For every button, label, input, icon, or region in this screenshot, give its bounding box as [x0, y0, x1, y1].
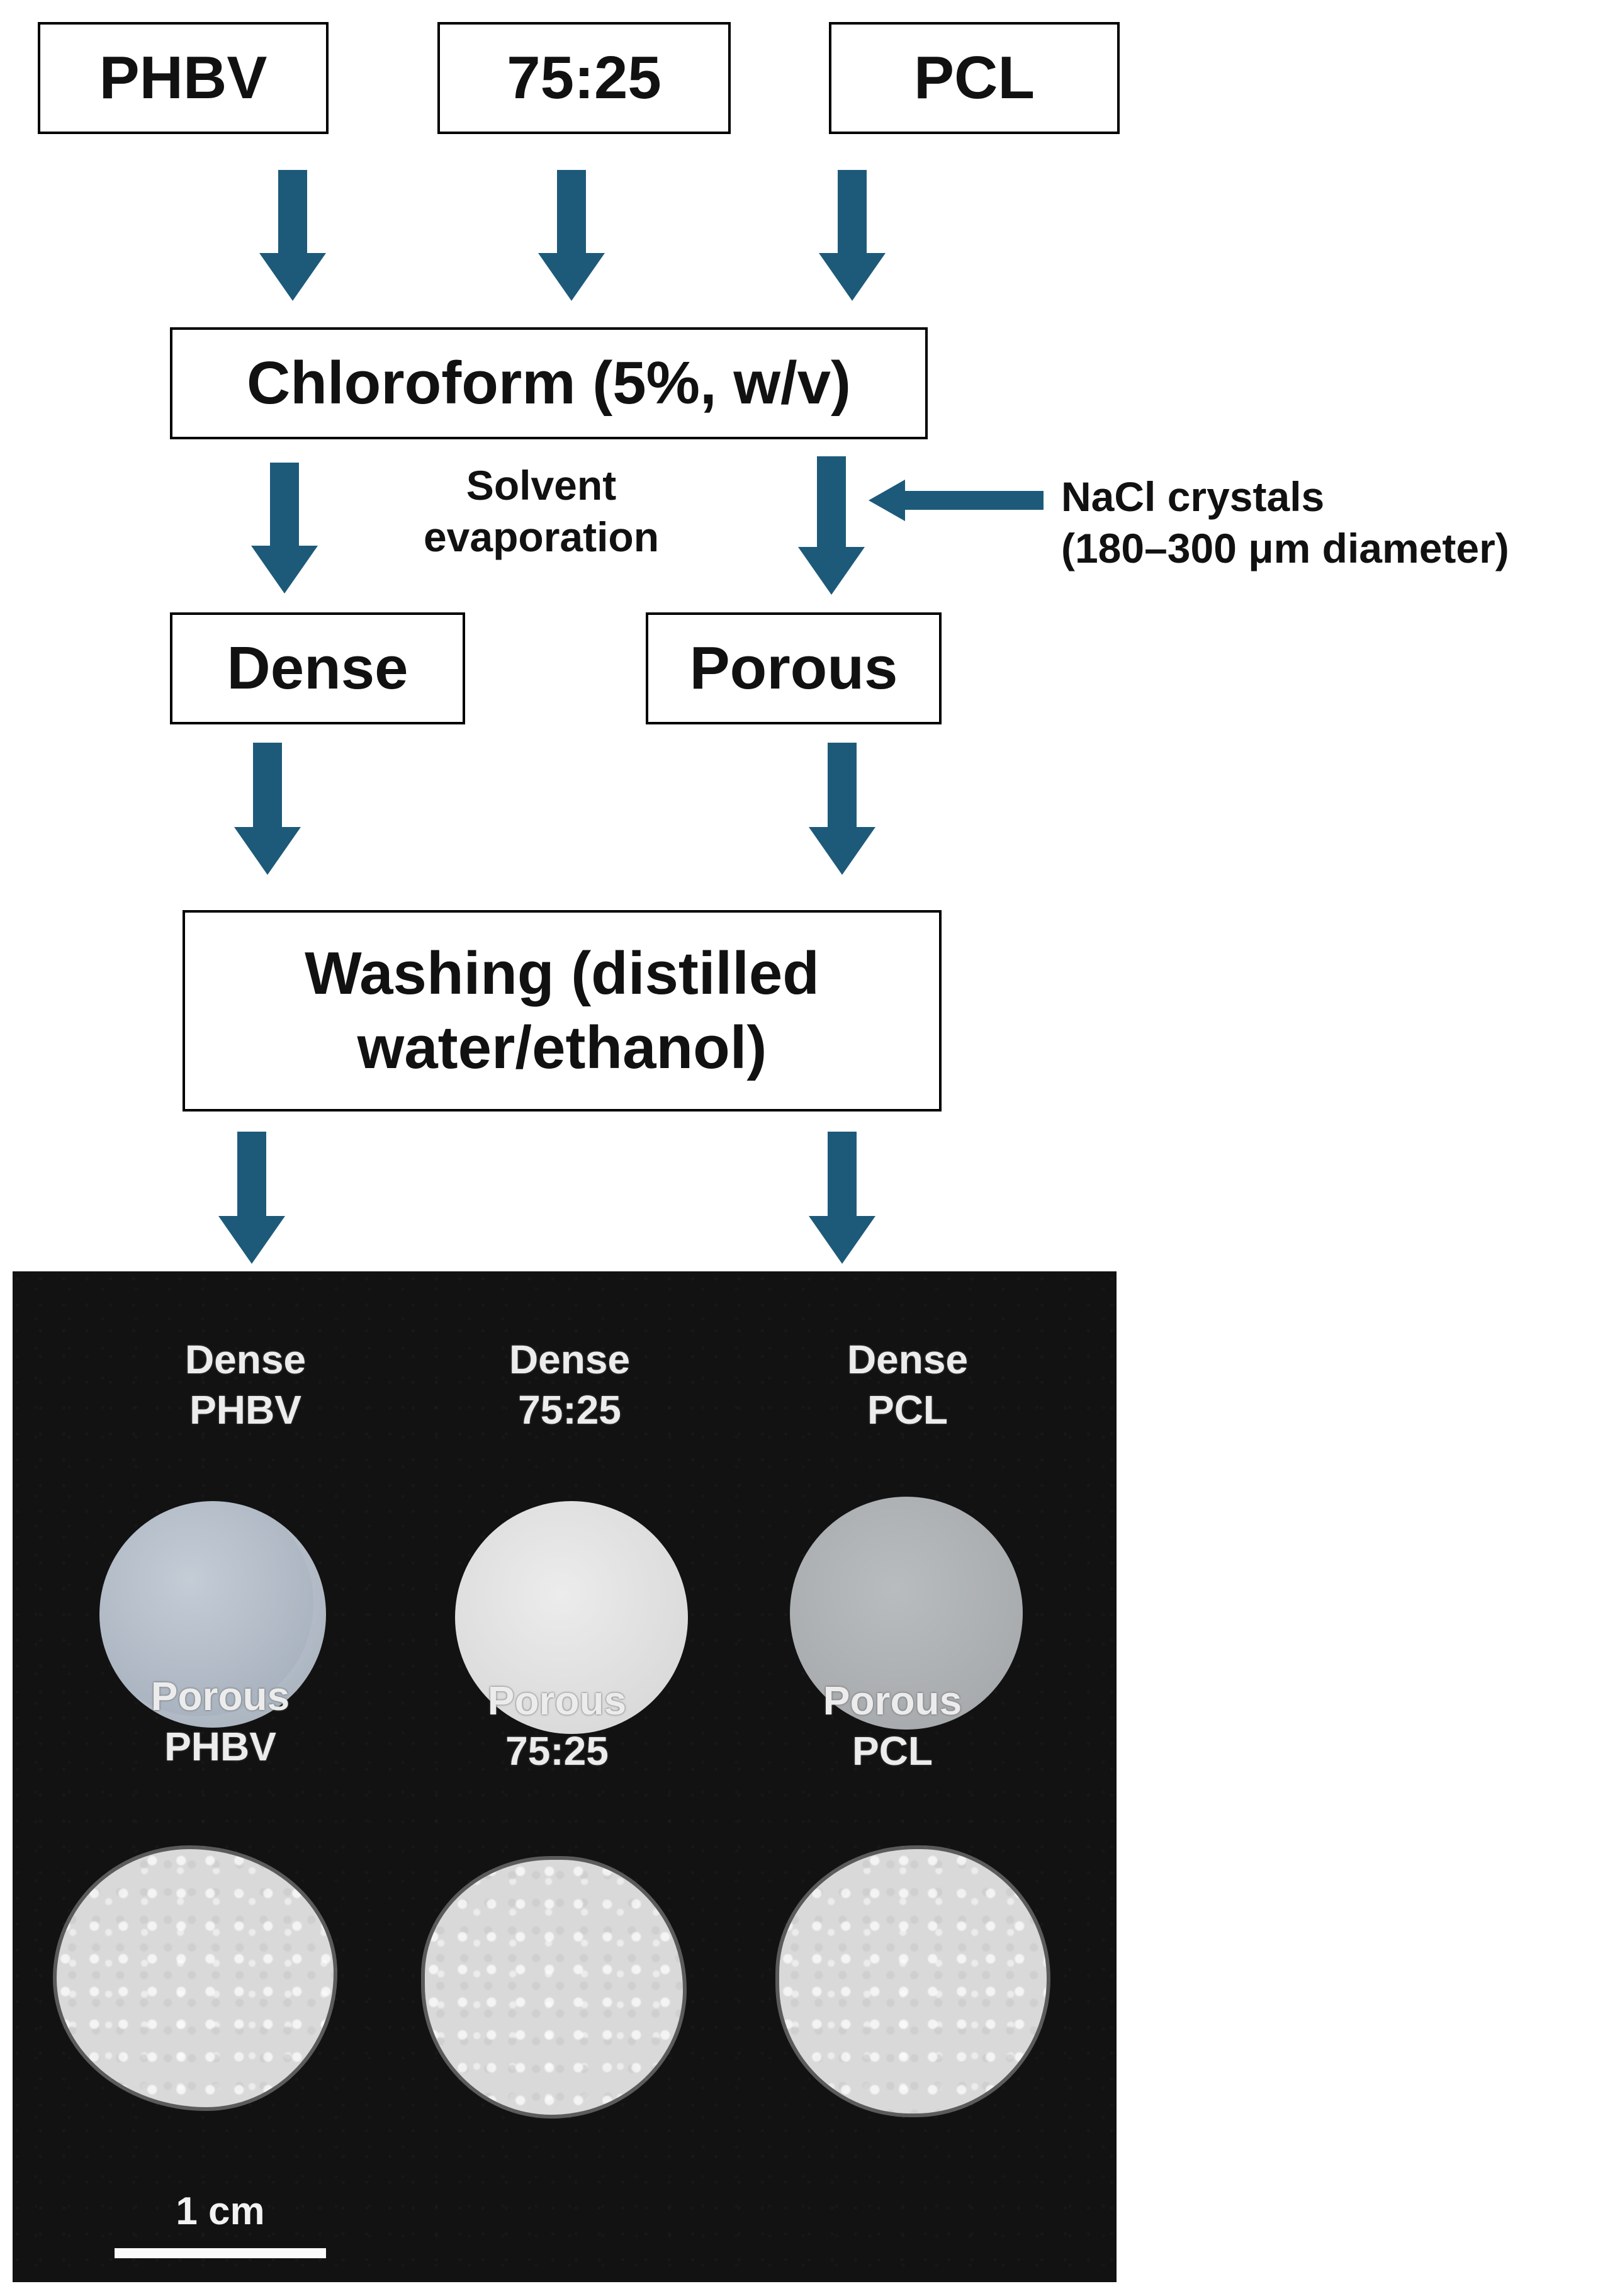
label-dense-pcl: Dense PCL	[847, 1337, 969, 1432]
washing-box: Washing (distilled water/ethanol)	[183, 910, 942, 1111]
nacl-line2: (180–300 μm diameter)	[1061, 525, 1509, 571]
chloroform-box: Chloroform (5%, w/v)	[170, 327, 928, 439]
arrow-washing-to-dense-samples	[218, 1132, 285, 1264]
blend-75-25-label: 75:25	[507, 44, 661, 111]
label-dense-7525: Dense 75:25	[509, 1337, 631, 1432]
blend-75-25-box: 75:25	[437, 22, 731, 134]
solvent-evaporation-note: Solvent evaporation	[384, 459, 699, 563]
dense-pcl-disc	[790, 1497, 1023, 1730]
arrow-washing-to-porous-samples	[809, 1132, 875, 1264]
arrow-pcl-to-chloroform	[819, 170, 886, 301]
dense-box: Dense	[170, 612, 465, 724]
scale-bar-label: 1 cm	[176, 2190, 265, 2233]
nacl-line1: NaCl crystals	[1061, 473, 1325, 520]
label-porous-pcl: Porous PCL	[823, 1678, 962, 1774]
sample-photograph: Dense PHBV Dense 75:25 Dense PCL Porous …	[13, 1271, 1117, 2282]
solvent-evaporation-line1: Solvent	[466, 462, 617, 509]
dense-phbv-disc	[99, 1501, 326, 1728]
pcl-label: PCL	[914, 44, 1035, 111]
arrow-nacl-addition	[869, 480, 1044, 521]
label-porous-7525: Porous 75:25	[487, 1678, 627, 1774]
phbv-label: PHBV	[99, 44, 267, 111]
arrow-dense-to-washing	[234, 743, 301, 875]
porous-box: Porous	[646, 612, 942, 724]
arrow-7525-to-chloroform	[538, 170, 605, 301]
dense-7525-disc	[455, 1501, 688, 1734]
nacl-note: NaCl crystals (180–300 μm diameter)	[1061, 471, 1609, 574]
pcl-box: PCL	[829, 22, 1120, 134]
solvent-evaporation-line2: evaporation	[423, 514, 660, 560]
arrow-chloroform-to-dense	[251, 463, 318, 594]
label-porous-phbv: Porous PHBV	[150, 1674, 290, 1769]
dense-label: Dense	[227, 634, 408, 702]
chloroform-label: Chloroform (5%, w/v)	[246, 349, 852, 417]
porous-label: Porous	[689, 634, 898, 702]
washing-line1: Washing (distilled	[305, 940, 819, 1007]
arrow-chloroform-to-porous	[798, 456, 865, 595]
washing-line2: water/ethanol)	[357, 1014, 767, 1081]
label-dense-phbv: Dense PHBV	[184, 1337, 307, 1432]
arrow-phbv-to-chloroform	[259, 170, 326, 301]
porous-pcl-disc	[779, 1849, 1047, 2113]
porous-7525-disc	[425, 1860, 683, 2115]
scale-bar	[115, 2248, 326, 2258]
arrow-porous-to-washing	[809, 743, 875, 875]
phbv-box: PHBV	[38, 22, 329, 134]
porous-phbv-disc	[57, 1849, 334, 2107]
